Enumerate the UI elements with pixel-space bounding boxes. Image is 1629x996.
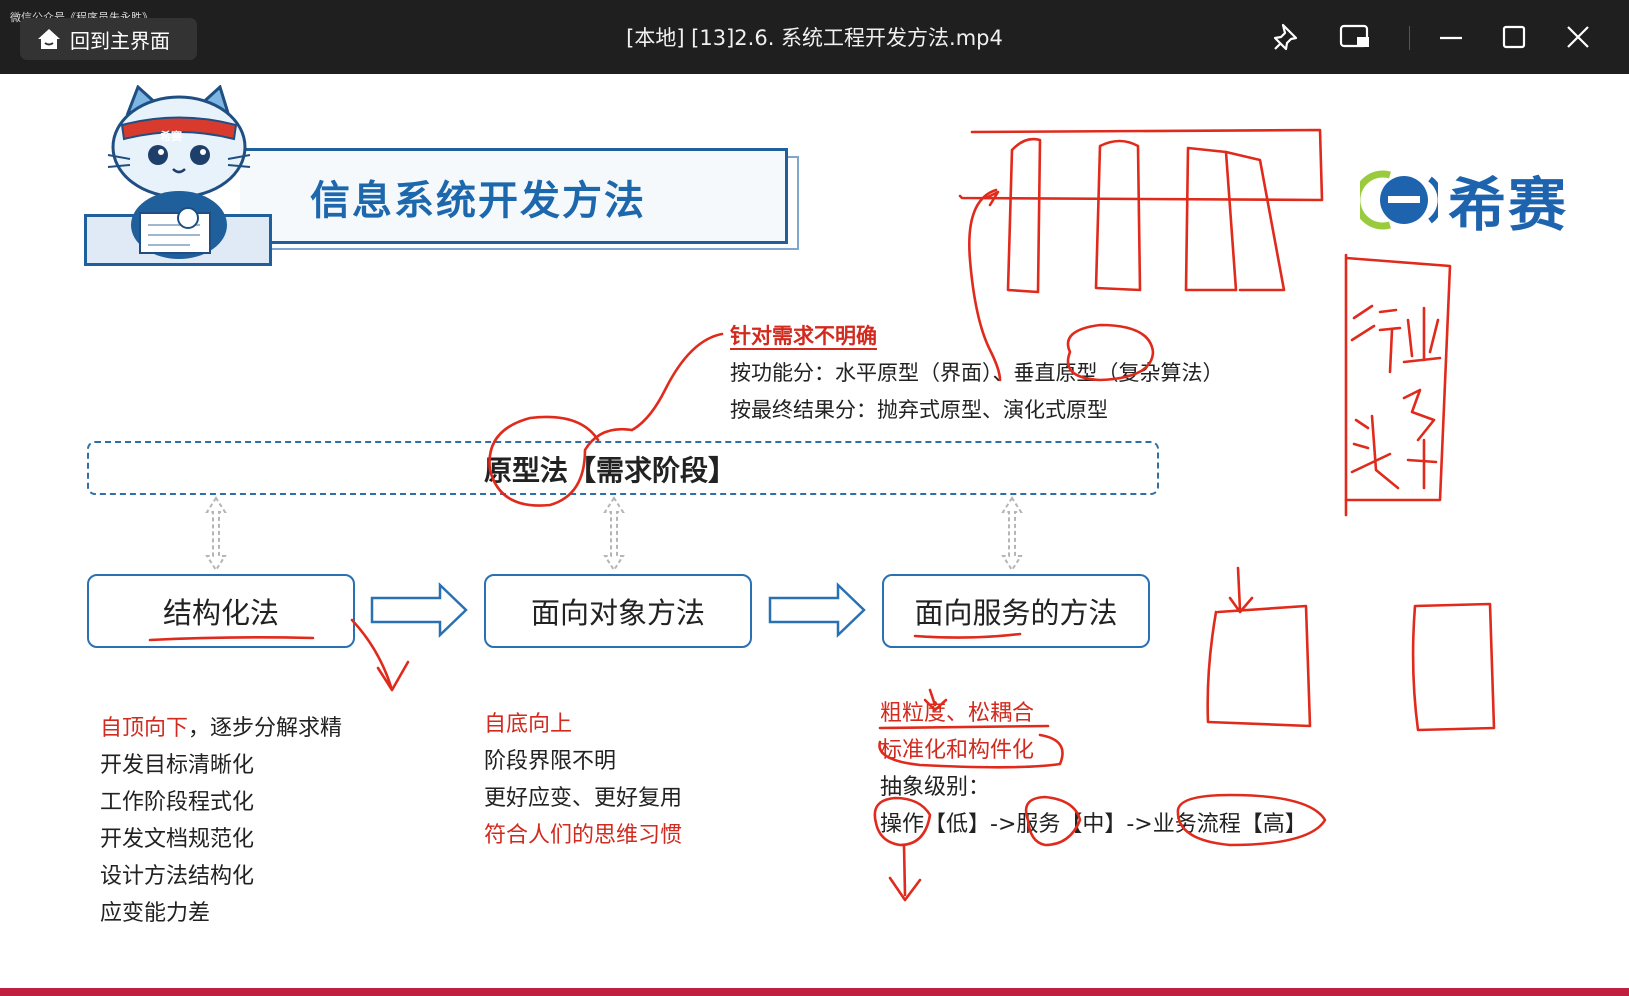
mascot-cat-icon	[107, 85, 251, 259]
pin-icon[interactable]	[1270, 20, 1304, 54]
method-service-oriented: 面向服务的方法	[882, 574, 1150, 648]
home-button-label: 回到主界面	[70, 28, 170, 53]
home-button[interactable]: 回到主界面	[20, 18, 197, 60]
prototype-by-result: 按最终结果分：抛弃式原型、演化式原型	[730, 398, 1108, 422]
structured-first-red: 自顶向下	[100, 716, 189, 741]
double-arrow-icon	[205, 496, 1023, 572]
list-item: 开发文档规范化	[100, 827, 255, 852]
brand-logo-icon	[1360, 170, 1438, 230]
soa-item-1: 粗粒度、松耦合	[880, 701, 1035, 726]
oo-item-1: 自底向上	[484, 712, 573, 737]
list-item: 应变能力差	[100, 901, 211, 926]
brand-logo: 希赛	[1360, 158, 1568, 242]
soa-item-2: 标准化和构件化	[880, 738, 1035, 763]
method-structured: 结构化法	[87, 574, 355, 648]
minimize-icon[interactable]	[1434, 20, 1468, 54]
brand-logo-text: 希赛	[1448, 171, 1569, 239]
soa-list: 粗粒度、松耦合 标准化和构件化 抽象级别： 操作【低】->服务【中】->业务流程…	[880, 695, 1307, 843]
list-item: 设计方法结构化	[100, 864, 255, 889]
structured-first-rest: ，逐步分解求精	[188, 716, 343, 741]
home-icon	[38, 29, 60, 49]
oo-item-4: 符合人们的思维习惯	[484, 823, 683, 848]
structured-list: 自顶向下，逐步分解求精 开发目标清晰化 工作阶段程式化 开发文档规范化 设计方法…	[100, 710, 342, 932]
oo-item-2: 阶段界限不明	[484, 749, 617, 774]
prototype-note-red: 针对需求不明确	[730, 324, 877, 350]
list-item: 开发目标清晰化	[100, 753, 255, 778]
close-icon[interactable]	[1561, 20, 1595, 54]
list-item: 工作阶段程式化	[100, 790, 255, 815]
mascot-badge: 希赛	[160, 130, 182, 143]
method-object-oriented: 面向对象方法	[484, 574, 752, 648]
titlebar-separator	[1409, 26, 1410, 50]
oo-item-3: 更好应变、更好复用	[484, 786, 683, 811]
maximize-icon[interactable]	[1497, 20, 1531, 54]
slide-title: 信息系统开发方法	[310, 178, 646, 224]
soa-item-4: 操作【低】->服务【中】->业务流程【高】	[880, 812, 1307, 837]
oo-list: 自底向上 阶段界限不明 更好应变、更好复用 符合人们的思维习惯	[484, 706, 682, 854]
bottom-progress-strip	[0, 988, 1629, 996]
picture-in-picture-icon[interactable]	[1338, 20, 1372, 54]
title-banner	[240, 148, 788, 244]
soa-item-3: 抽象级别：	[880, 775, 991, 800]
